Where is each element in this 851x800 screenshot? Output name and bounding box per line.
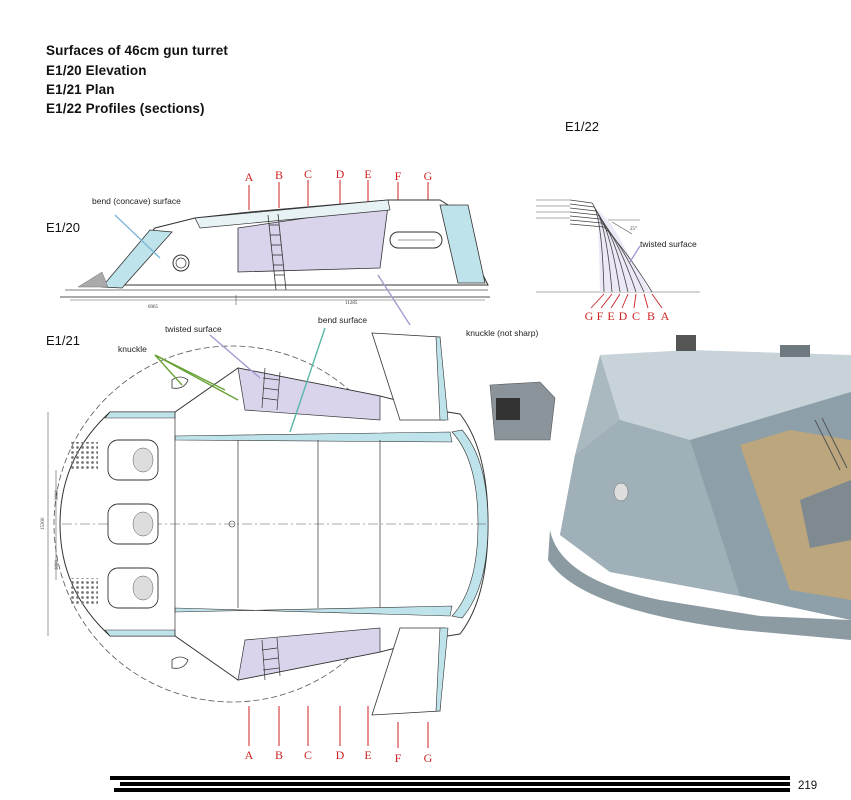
caption-elevation: E1/20 Elevation xyxy=(46,63,147,78)
footer-bars xyxy=(110,776,790,792)
annotation-bend-concave: bend (concave) surface xyxy=(92,196,181,206)
turret-render-image xyxy=(489,335,851,640)
plan-view xyxy=(47,332,489,716)
figure-label-e122: E1/22 xyxy=(565,119,599,134)
annotation-twisted-surface-profile: twisted surface xyxy=(640,239,697,249)
caption-profiles: E1/22 Profiles (sections) xyxy=(46,101,205,116)
elevation-view xyxy=(60,199,490,305)
annotation-bend-surface: bend surface xyxy=(318,315,368,325)
figure-label-e120: E1/20 xyxy=(46,220,80,235)
annotation-knuckle: knuckle xyxy=(118,344,147,354)
annotation-twisted-surface-plan: twisted surface xyxy=(165,324,222,334)
caption-title: Surfaces of 46cm gun turret xyxy=(46,43,228,58)
section-lines-bottom xyxy=(248,706,429,748)
annotation-knuckle-not-sharp: knuckle (not sharp) xyxy=(466,328,539,338)
section-lines-top xyxy=(248,180,429,210)
caption-plan: E1/21 Plan xyxy=(46,82,115,97)
figure-label-e121: E1/21 xyxy=(46,333,80,348)
page-number: 219 xyxy=(798,780,818,792)
profile-view xyxy=(536,199,700,309)
annotation-arrows xyxy=(114,214,411,433)
